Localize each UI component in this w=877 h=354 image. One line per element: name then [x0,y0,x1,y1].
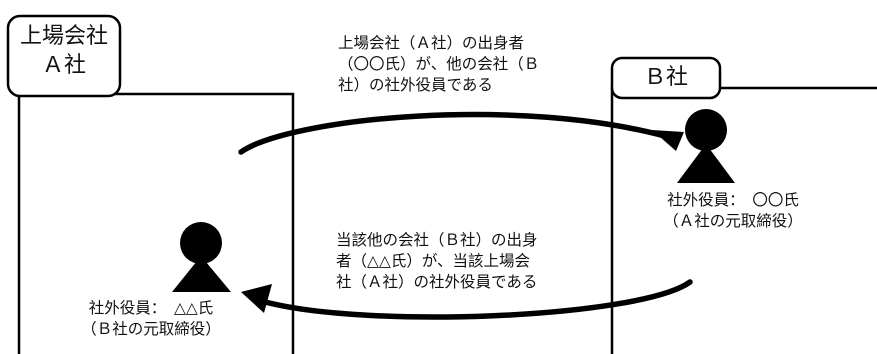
company-b-label-box [610,56,722,100]
person-a-caption-line1: 社外役員： △△氏 [88,299,214,317]
top-arrow-text: 上場会社（Ａ社）の出身者 （〇〇氏）が、他の会社（Ｂ 社）の社外役員である [338,33,539,96]
bottom-arrowhead [241,284,272,313]
top-arrow-text-line2: （〇〇氏）が、他の会社（Ｂ [338,55,540,73]
person-a-caption: 社外役員： △△氏 （Ｂ社の元取締役） [56,298,246,340]
company-a-label-line2: Ａ社 [41,53,86,78]
company-a-box [17,92,295,354]
bottom-arrow-curve [255,279,693,320]
person-a-caption-line2: （Ｂ社の元取締役） [81,320,221,338]
bottom-arrow-text-line1: 当該他の会社（Ｂ社）の出身 [336,231,538,249]
person-a-icon [172,222,231,292]
person-b-caption-line1: 社外役員： 〇〇氏 [667,191,799,209]
person-b-caption: 社外役員： 〇〇氏 （Ａ社の元取締役） [648,190,818,232]
top-arrow-text-line3: 社）の社外役員である [338,76,493,94]
company-a-label: 上場会社 Ａ社 [8,22,120,80]
top-arrow-text-line1: 上場会社（Ａ社）の出身者 [338,34,525,52]
company-a-label-line1: 上場会社 [19,24,108,49]
top-arrowhead [652,130,684,151]
person-b-caption-line2: （Ａ社の元取締役） [663,212,803,230]
bottom-arrow-text-line3: 社（Ａ社）の社外役員である [336,273,538,291]
bottom-arrow-text-line2: 者（△△氏）が、当該上場会 [336,252,531,270]
person-b-icon [677,109,735,183]
company-b-label: Ｂ社 [643,65,688,90]
company-a-label-box [6,14,122,98]
bottom-arrow-text: 当該他の会社（Ｂ社）の出身 者（△△氏）が、当該上場会 社（Ａ社）の社外役員であ… [336,230,538,293]
top-arrow-curve [238,111,675,155]
